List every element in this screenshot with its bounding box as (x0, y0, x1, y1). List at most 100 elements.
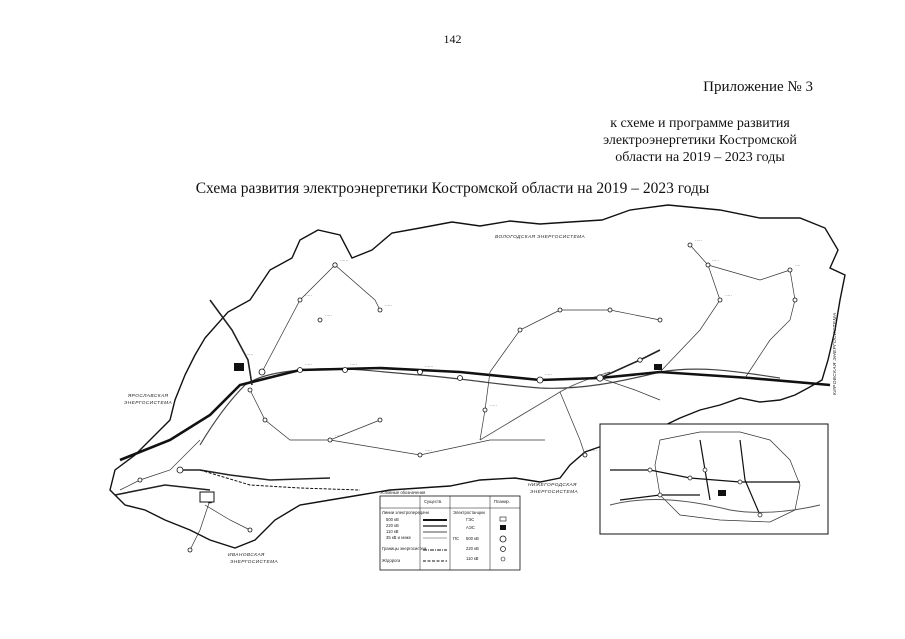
label-yaroslavl-system-1: ЯРОСЛАВСКАЯ (127, 393, 169, 399)
substation (417, 452, 423, 458)
inset-power-plant (718, 490, 726, 496)
substation (717, 297, 723, 303)
substation (187, 547, 193, 553)
label-vologda-system: ВОЛОГОДСКАЯ ЭНЕРГОСИСТЕМА (495, 234, 585, 240)
svg-text:·····: ····· (490, 403, 497, 408)
inset-frame (599, 423, 829, 535)
svg-text:·····: ····· (305, 293, 312, 298)
svg-text:······: ······ (425, 364, 433, 369)
svg-text:·····: ····· (712, 258, 719, 263)
inset-substation (687, 475, 693, 481)
svg-text:······: ······ (335, 433, 343, 438)
legend-line-500: 500 кВ (386, 517, 399, 522)
svg-text:·····: ····· (385, 303, 392, 308)
substation (557, 307, 563, 313)
appendix-title: Приложение № 3 (703, 79, 813, 95)
substation (417, 369, 423, 375)
line-110kv-3 (329, 439, 545, 456)
line-220kv-2 (180, 469, 331, 481)
map-title: Схема развития электроэнергетики Костром… (195, 180, 710, 197)
line-110kv-4 (559, 391, 586, 456)
inset-substation (702, 467, 708, 473)
substation (457, 375, 463, 381)
svg-text:······: ······ (605, 370, 613, 375)
svg-text:······: ······ (245, 352, 253, 357)
legend-col-existing: Существ. (424, 499, 442, 504)
legend-lines-label: Линии электропередачи (382, 510, 430, 515)
legend-line-35: 35 кВ и ниже (386, 535, 412, 540)
line-110kv-10 (119, 439, 201, 491)
label-kirov-system: КИРОВСКАЯ ЭНЕРГОСИСТЕМА (832, 313, 838, 395)
label-ivanovo-system-1: ИВАНОВСКАЯ (228, 552, 265, 558)
inset-substation (757, 512, 763, 518)
inset-substation (737, 479, 743, 485)
label-yaroslavl-system-2: ЭНЕРГОСИСТЕМА (124, 400, 172, 406)
appendix-line-1: к схеме и программе развития (610, 116, 790, 131)
svg-text:·····: ····· (695, 238, 702, 243)
substation (657, 317, 663, 323)
substation (792, 297, 798, 303)
inset-substation (657, 492, 663, 498)
substation (536, 376, 544, 384)
region-boundary (109, 204, 846, 549)
legend-substations-label: ПС (453, 536, 459, 541)
substation (247, 527, 253, 533)
substation (137, 477, 143, 483)
appendix-line-2: электроэнергетики Костромской (603, 133, 797, 148)
substation (377, 417, 383, 423)
substation (297, 297, 303, 303)
substation (247, 387, 253, 393)
legend-sub-500: 500 кВ (466, 536, 479, 541)
svg-text:·····: ····· (725, 293, 732, 298)
svg-text:····: ···· (795, 263, 801, 268)
power-plant-kostroma-gres (234, 363, 244, 371)
substation (377, 307, 383, 313)
substation (342, 367, 348, 373)
label-ivanovo-system-2: ЭНЕРГОСИСТЕМА (230, 559, 278, 565)
substation (176, 466, 184, 474)
substation (332, 262, 338, 268)
power-plant-east (654, 364, 662, 370)
legend-line-110: 110 кВ (386, 529, 399, 534)
appendix-line-3: области на 2019 – 2023 годы (615, 150, 785, 165)
unzha-river (479, 371, 611, 441)
power-plant-kostroma-city (199, 491, 215, 503)
line-110kv-7 (744, 269, 796, 379)
legend-line-220: 220 кВ (386, 523, 399, 528)
appendix-subtitle: к схеме и программе развития электроэнер… (585, 115, 815, 166)
legend-rail-label: Ж/дорога (382, 558, 401, 563)
inset-map (599, 423, 829, 535)
settlement-labels: ······ ····· ····· ····· ······ ····· ··… (245, 238, 801, 453)
svg-text:······: ······ (340, 258, 348, 263)
legend-col-planned: Планир. (494, 499, 510, 504)
legend-station-hydro: ГЭС (466, 517, 474, 522)
legend-sub-110: 110 кВ (466, 556, 479, 561)
inset-river (609, 499, 821, 513)
substation (582, 452, 588, 458)
svg-text:·····: ····· (305, 362, 312, 367)
line-220kv-1 (209, 299, 253, 386)
page-number: 142 (443, 32, 462, 46)
inset-substation (647, 467, 653, 473)
substation (482, 407, 488, 413)
line-110kv-13 (599, 377, 661, 401)
substation (687, 242, 693, 248)
substation (705, 262, 711, 268)
legend-heading: Условные обозначения (380, 490, 425, 495)
label-nizhny-system-1: НИЖЕГОРОДСКАЯ (528, 482, 577, 488)
legend-borders-label: Границы энергосистем (382, 546, 427, 551)
substation (596, 374, 604, 382)
substation (317, 317, 323, 323)
substation (327, 437, 333, 443)
lines-220kv (114, 299, 661, 496)
substation (637, 357, 643, 363)
line-110kv-5 (659, 244, 721, 373)
line-110kv-6 (707, 264, 791, 281)
substation (258, 368, 266, 376)
railway (199, 469, 361, 491)
substation (262, 417, 268, 423)
svg-text:·····: ····· (545, 372, 552, 377)
substation (297, 367, 303, 373)
line-110kv-11 (189, 499, 211, 551)
